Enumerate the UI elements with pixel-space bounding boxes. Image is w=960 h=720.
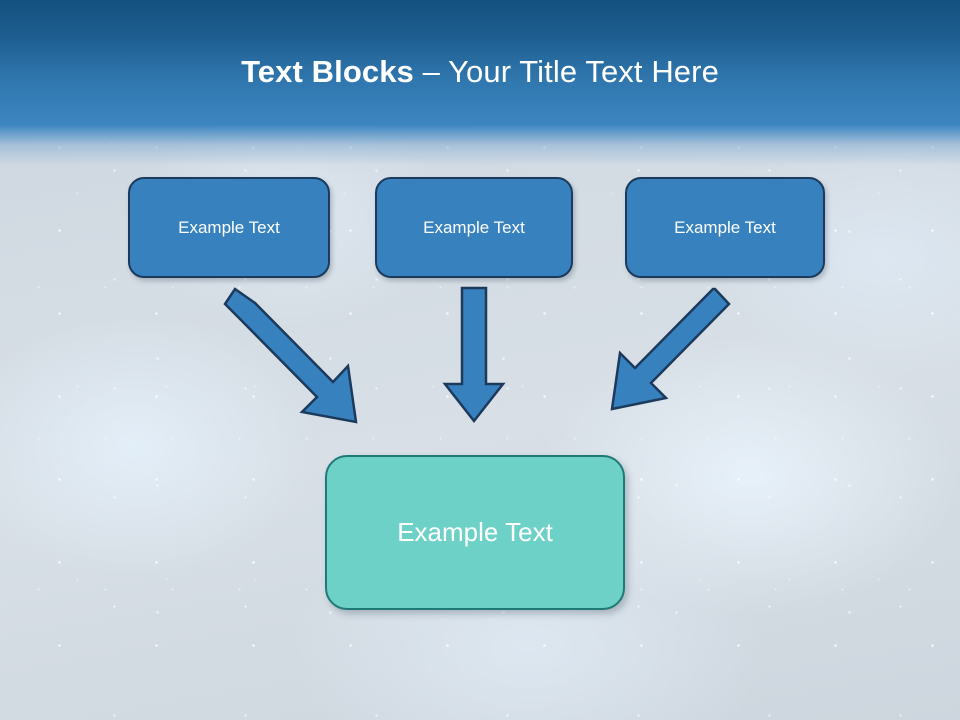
result-text-block[interactable]: Example Text bbox=[325, 455, 625, 610]
text-block-2-label: Example Text bbox=[423, 217, 525, 237]
page-title-dash: – bbox=[422, 54, 449, 89]
header-band bbox=[0, 0, 960, 126]
result-text-block-label: Example Text bbox=[397, 517, 553, 547]
page-title-bold: Text Blocks bbox=[241, 54, 423, 89]
text-block-2[interactable]: Example Text bbox=[375, 177, 573, 278]
text-block-3-label: Example Text bbox=[674, 217, 776, 237]
text-block-1[interactable]: Example Text bbox=[128, 177, 330, 278]
text-block-3[interactable]: Example Text bbox=[625, 177, 825, 278]
text-block-1-label: Example Text bbox=[178, 217, 280, 237]
page-title-light: Your Title Text Here bbox=[448, 54, 719, 89]
header-fade bbox=[0, 126, 960, 174]
page-title: Text Blocks – Your Title Text Here bbox=[0, 52, 960, 92]
